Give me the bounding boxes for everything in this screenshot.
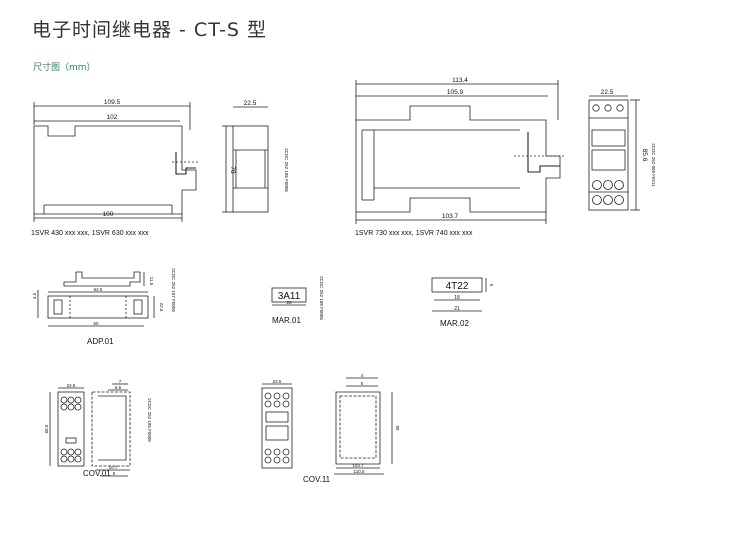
cov11-dim-d: 110.5 [354,469,365,474]
adp-code: 2CDC 252 187 F0005 [171,268,176,312]
cov01-drawing: 22.5 68.5 7 6.5 10.7 6 2CDC 252 185 F000… [44,379,152,477]
dim-78: 78 [229,166,236,174]
adp-dim-22-5: 22.5 [159,303,164,312]
left-main-front-view: 22.5 78 2CDC 252 186 F0005 [222,100,289,213]
page-subtitle: 尺寸图（mm） [33,63,96,73]
dim-113-4: 113.4 [452,77,468,84]
page-title: 电子时间继电器 - CT-S 型 [32,19,268,41]
left-main-side-view: 109.5 102 100 [33,99,200,222]
right-main-code: 2CDC 252 009 F0211 [651,143,656,187]
mar02-dim-18: 18 [454,295,460,301]
adp-dim-4-5: 4.5 [32,292,37,299]
mar02-label: MAR.02 [440,319,469,328]
mar02-drawing: 4T22 6 18 21 [431,277,494,312]
cov11-drawing: 22.5 4 5 88 103.7 110.5 [261,373,400,475]
cov01-dim-d: 6 [113,471,116,476]
cov11-dim-a: 4 [361,373,364,378]
mar01-label: MAR.01 [272,316,301,325]
cov01-dim-b: 6.5 [115,385,122,390]
left-main-code: 2CDC 252 186 F0005 [284,148,289,192]
left-main-caption: 1SVR 430 xxx xxx, 1SVR 630 xxx xxx [31,230,149,237]
adp01-label: ADP.01 [87,337,114,346]
cov01-label: COV.01 [83,469,111,478]
adp01-drawing: 11.5 62.5 4.5 60 22.5 2CDC 252 187 F0005 [32,268,176,327]
adp-dim-60: 60 [93,321,99,326]
mar02-text: 4T22 [446,281,469,292]
cov11-dim-w: 22.5 [273,379,282,384]
dim-22-5-left: 22.5 [244,100,257,107]
dim-109-5: 109.5 [104,99,121,106]
mar02-dim-21: 21 [454,306,460,312]
cov01-dim-a: 7 [119,379,122,384]
mar01-text: 3A11 [278,291,301,302]
cov01-dim-h: 68.5 [44,424,49,433]
cov01-dim-w: 22.5 [67,383,76,388]
mar02-dim-side: 6 [489,284,494,287]
cov11-dim-c: 103.7 [352,463,364,468]
dim-105-9: 105.9 [447,89,464,96]
adp-dim-62-5: 62.5 [94,287,103,292]
right-main-front-view: 22.5 85.6 2CDC 252 009 F0211 [588,89,656,211]
cov11-label: COV.11 [303,475,331,484]
mar01-dim: 20 [286,300,292,305]
dim-85-6: 85.6 [641,149,648,162]
dim-102: 102 [107,114,118,121]
right-main-side-view: 113.4 105.9 103.7 [355,77,566,224]
cov01-code: 2CDC 252 185 F0005 [147,398,152,442]
cov11-dim-b: 5 [361,381,364,386]
right-main-caption: 1SVR 730 xxx xxx, 1SVR 740 xxx xxx [355,230,473,237]
cov01-dim-c: 10.7 [109,465,118,470]
mar01-drawing: 3A11 20 2CDC 252 188 F0005 [271,276,324,320]
dim-22-5-right: 22.5 [601,89,614,96]
mar01-code: 2CDC 252 188 F0005 [319,276,324,320]
adp-dim-right-top: 11.5 [149,277,154,286]
dim-100: 100 [103,211,114,218]
cov11-dim-h: 88 [395,425,400,431]
dim-103-7: 103.7 [442,213,459,220]
